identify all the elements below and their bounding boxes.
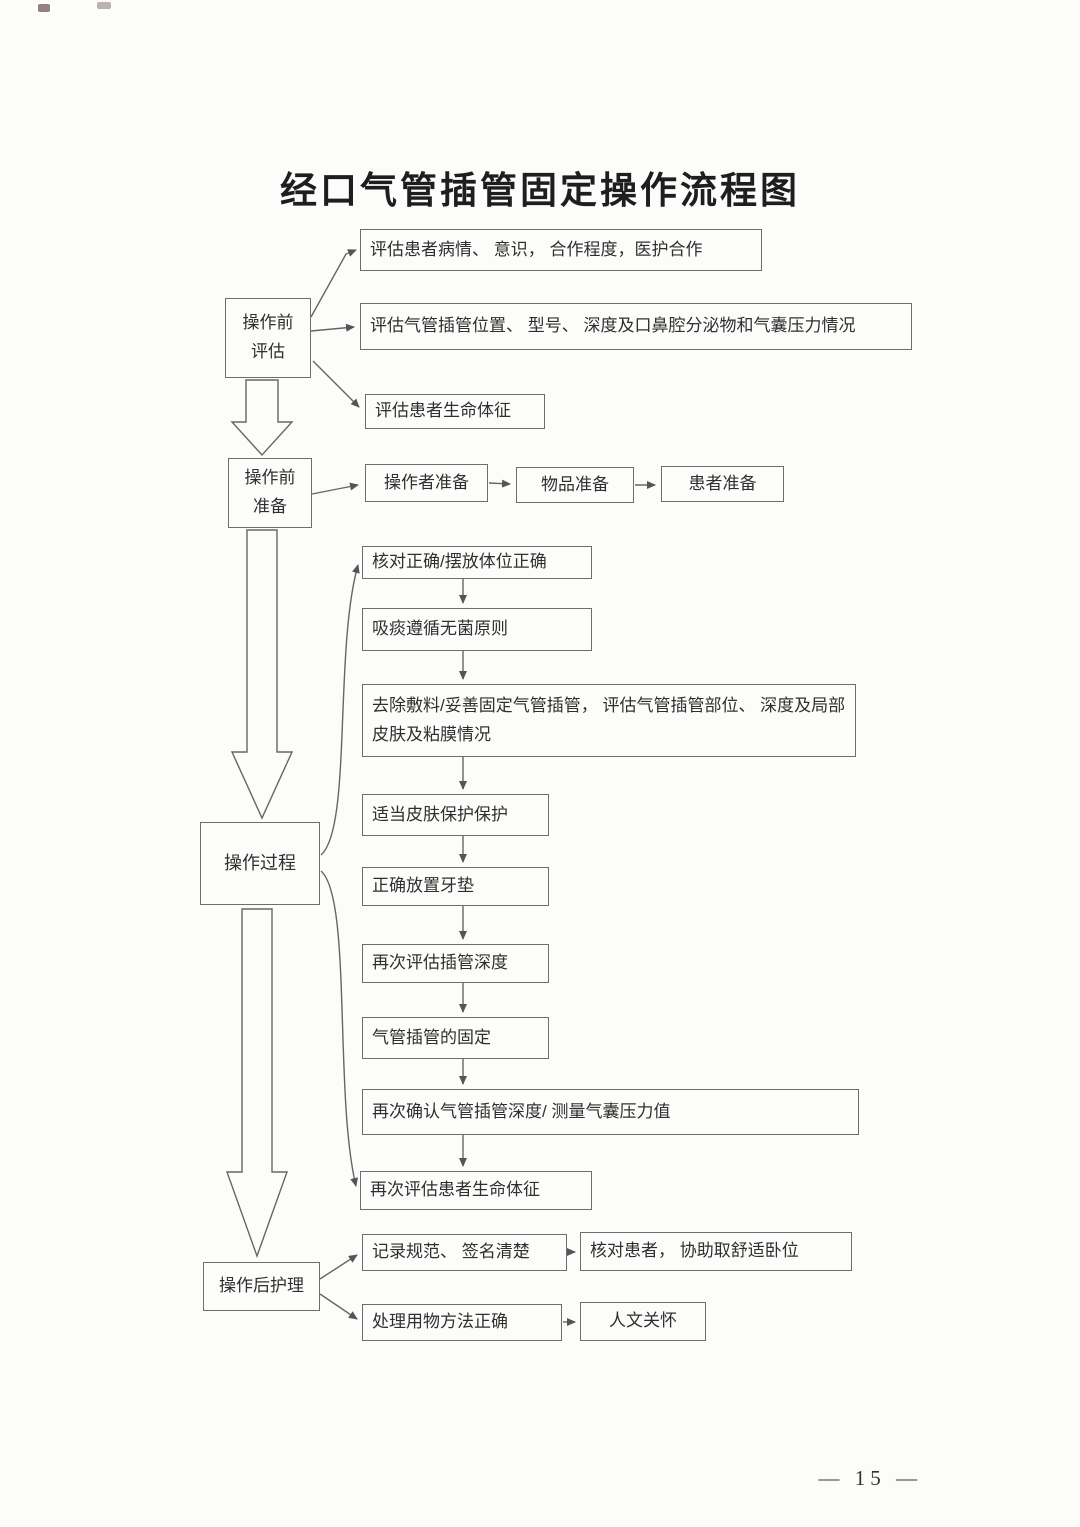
stage-process: 操作过程 (200, 822, 320, 905)
stage-pre-preparation: 操作前 准备 (228, 458, 312, 528)
scan-artifact (97, 2, 111, 9)
box-patient-preparation: 患者准备 (661, 466, 784, 502)
big-arrow-preparation-to-process (230, 529, 294, 820)
stage-post-care-label: 操作后护理 (219, 1276, 304, 1296)
stage-pre-assessment-label-line1: 操作前 (242, 313, 294, 333)
stage-pre-preparation-label-line2: 准备 (253, 497, 287, 516)
box-humanistic-care: 人文关怀 (580, 1302, 706, 1341)
page-title: 经口气管插管固定操作流程图 (280, 171, 800, 212)
box-items-preparation: 物品准备 (516, 467, 634, 503)
process-step-1: 核对正确/摆放体位正确 (362, 546, 592, 579)
box-operator-preparation: 操作者准备 (365, 464, 488, 502)
box-assess-tube: 评估气管插管位置、 型号、 深度及口鼻腔分泌物和气囊压力情况 (360, 303, 912, 350)
box-record-signature: 记录规范、 签名清楚 (362, 1234, 567, 1271)
stage-pre-assessment-label-line2: 评估 (251, 342, 285, 361)
box-assess-vitals: 评估患者生命体征 (365, 394, 545, 429)
process-step-5: 正确放置牙垫 (362, 867, 549, 906)
preparation-chain-connectors (311, 479, 656, 495)
scan-artifact (38, 4, 50, 12)
stage-pre-preparation-label-line1: 操作前 (244, 468, 296, 488)
box-handle-used-items: 处理用物方法正确 (362, 1304, 562, 1341)
stage-pre-assessment: 操作前 评估 (225, 298, 311, 378)
stage-post-care: 操作后护理 (203, 1262, 320, 1311)
box-assist-comfort-position: 核对患者， 协助取舒适卧位 (580, 1232, 852, 1271)
process-step-8: 再次确认气管插管深度/ 测量气囊压力值 (362, 1089, 859, 1135)
process-step-2: 吸痰遵循无菌原则 (362, 608, 592, 651)
big-arrow-assessment-to-preparation (230, 379, 294, 457)
page-number: — 15 — (818, 1466, 922, 1490)
process-brace-connectors (320, 564, 360, 1187)
assessment-branch-connectors (310, 249, 360, 408)
postcare-connectors (319, 1248, 576, 1326)
big-arrow-process-to-postcare (226, 908, 288, 1259)
process-step-3: 去除敷料/妥善固定气管插管， 评估气管插管部位、 深度及局部皮肤及粘膜情况 (362, 684, 856, 757)
box-assess-condition: 评估患者病情、 意识， 合作程度，医护合作 (360, 229, 762, 271)
stage-process-label: 操作过程 (224, 853, 296, 874)
process-step-6: 再次评估插管深度 (362, 944, 549, 983)
process-step-4: 适当皮肤保护保护 (362, 794, 549, 836)
process-step-9: 再次评估患者生命体征 (360, 1171, 592, 1210)
process-step-7: 气管插管的固定 (362, 1017, 549, 1059)
